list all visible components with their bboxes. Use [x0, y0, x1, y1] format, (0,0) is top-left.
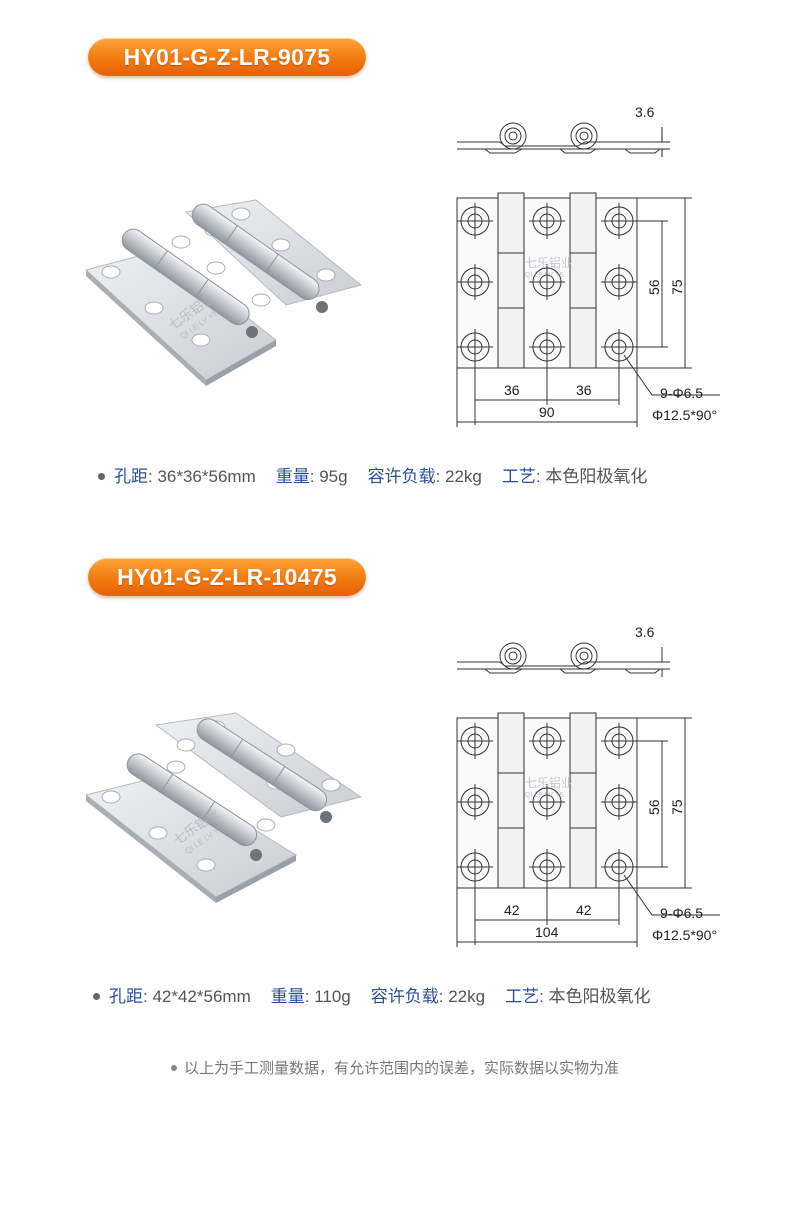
bullet-icon — [93, 992, 100, 1000]
watermark-en: QI LE LV YE — [525, 272, 564, 279]
dim-thickness: 3.6 — [635, 104, 655, 120]
spec-value: 22kg — [445, 467, 482, 486]
watermark-en: QI LE LV YE — [525, 792, 564, 799]
bullet-icon — [170, 1064, 177, 1071]
dim-pitch-left: 42 — [504, 902, 520, 918]
dim-countersink: Φ12.5*90° — [652, 927, 717, 943]
dim-thickness: 3.6 — [635, 624, 655, 640]
spec-label: 重量 — [270, 987, 305, 1006]
spec-label: 容许负载 — [367, 467, 436, 486]
dim-height: 75 — [669, 279, 685, 295]
dim-countersink: Φ12.5*90° — [652, 407, 717, 423]
spec-value: 22kg — [448, 987, 486, 1006]
watermark-cn: 七乐铝业 — [525, 775, 573, 790]
model-badge: HY01-G-Z-LR-10475 — [88, 558, 366, 596]
spec-value: 42*42*56mm — [152, 987, 251, 1006]
technical-drawing: 3.6 56 75 42 — [456, 624, 720, 947]
technical-drawing: 3.6 — [456, 104, 720, 427]
hinge-photo: 七乐铝业 QI LE LV YE — [84, 712, 363, 903]
dim-pitch-right: 36 — [576, 382, 592, 398]
dim-height-inner: 56 — [646, 799, 662, 815]
hinge-photo: 七乐铝业 QI LE LV YE — [84, 199, 363, 386]
footnote: 以上为手工测量数据，有允许范围内的误差，实际数据以实物为准 — [0, 1058, 790, 1080]
dim-holes: 9-Φ6.5 — [660, 385, 703, 401]
spec-value: 110g — [314, 987, 351, 1006]
spec-label: 工艺 — [501, 467, 536, 486]
spec-label: 重量 — [275, 467, 310, 486]
model-badge: HY01-G-Z-LR-9075 — [88, 38, 366, 76]
dim-pitch-left: 36 — [504, 382, 520, 398]
footnote-text: 以上为手工测量数据，有允许范围内的误差，实际数据以实物为准 — [183, 1060, 619, 1077]
spec-value: 36*36*56mm — [157, 467, 256, 486]
bullet-icon — [98, 472, 105, 480]
watermark-cn: 七乐铝业 — [525, 255, 573, 270]
product-section-1: HY01-G-Z-LR-9075 — [0, 0, 790, 520]
dim-pitch-right: 42 — [576, 902, 592, 918]
spec-label: 孔距 — [114, 467, 148, 486]
dim-holes: 9-Φ6.5 — [660, 905, 703, 921]
dim-height: 75 — [669, 799, 685, 815]
spec-label: 孔距 — [109, 987, 143, 1006]
dim-width: 90 — [539, 404, 555, 420]
spec-label: 容许负载 — [370, 987, 439, 1006]
dim-width: 104 — [535, 924, 559, 940]
spec-label: 工艺 — [505, 987, 540, 1006]
dim-height-inner: 56 — [646, 279, 662, 295]
product-section-2: HY01-G-Z-LR-10475 — [0, 520, 790, 1040]
spec-value: 本色阳极氧化 — [545, 467, 648, 486]
spec-value: 95g — [319, 467, 348, 486]
spec-value: 本色阳极氧化 — [548, 987, 651, 1006]
